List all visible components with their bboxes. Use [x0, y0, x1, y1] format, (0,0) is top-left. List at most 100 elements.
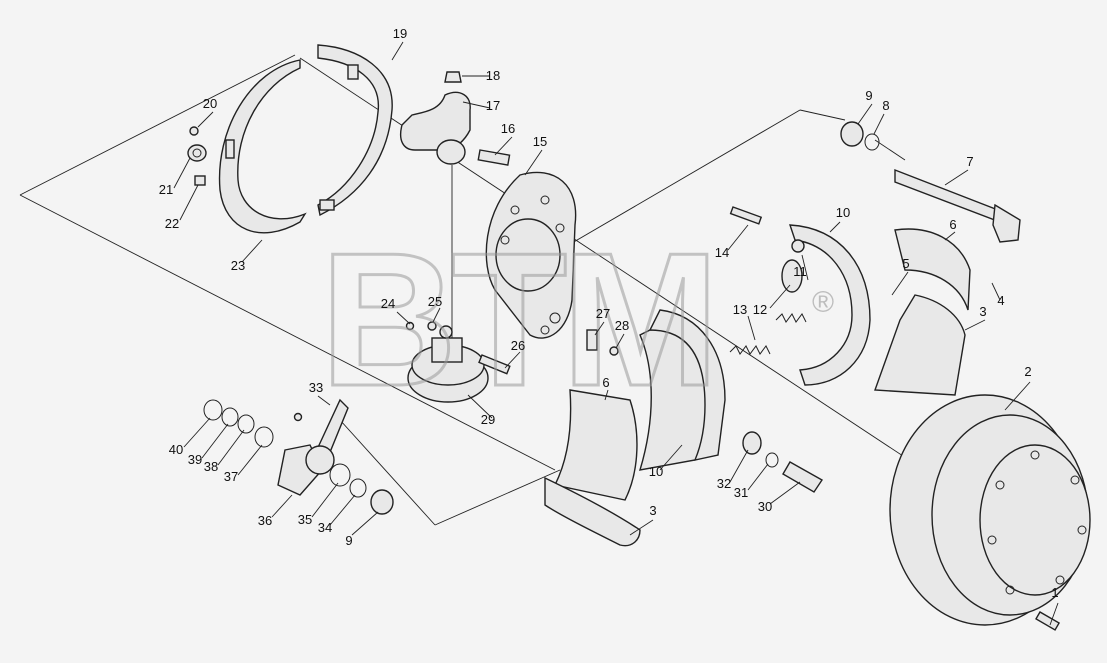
callout-label-26: 26: [511, 338, 525, 353]
brake-shoe-lower: [639, 309, 726, 471]
callout-leader-33: [317, 395, 331, 406]
callout-leader-39: [201, 423, 229, 459]
callout-leader-2: [1004, 381, 1031, 411]
callout-label-28: 28: [615, 318, 629, 333]
return-springs: [729, 313, 807, 355]
callout-label-18: 18: [486, 68, 500, 83]
callout-leader-13: [747, 315, 756, 341]
callout-leader-10: [829, 221, 841, 233]
small-fasteners-left: [187, 126, 207, 186]
callout-label-23: 23: [231, 258, 245, 273]
callout-label-19: 19: [393, 26, 407, 41]
callout-leader-10: [659, 444, 683, 471]
washers-and-bearings: [203, 121, 880, 515]
callout-label-36: 36: [258, 513, 272, 528]
brake-lining-upper: [874, 228, 971, 396]
callout-leader-29: [467, 394, 493, 419]
callout-leader-6: [604, 389, 609, 401]
callout-label-7: 7: [966, 154, 973, 169]
callout-label-40: 40: [169, 442, 183, 457]
callout-leader-27: [594, 321, 605, 336]
callout-label-25: 25: [428, 294, 442, 309]
brake-lining-lower: [544, 389, 641, 547]
callout-leader-15: [524, 149, 543, 176]
callout-leader-30: [769, 481, 801, 505]
callout-label-10: 10: [649, 464, 663, 479]
callout-leader-16: [494, 136, 513, 156]
callout-leader-19: [391, 41, 404, 61]
callout-label-13: 13: [733, 302, 747, 317]
callout-label-3: 3: [979, 304, 986, 319]
callout-label-30: 30: [758, 499, 772, 514]
camshaft: [894, 168, 1021, 243]
callout-leader-35: [311, 482, 339, 518]
callout-leader-38: [217, 429, 245, 466]
callout-label-12: 12: [753, 302, 767, 317]
callouts: 1233456678991010111213141516171819202122…: [159, 26, 1059, 626]
callout-leader-26: [504, 351, 521, 369]
callout-label-4: 4: [997, 293, 1004, 308]
callout-leader-12: [769, 284, 791, 309]
small-fasteners-center: [405, 321, 619, 356]
callout-label-38: 38: [204, 459, 218, 474]
callout-label-16: 16: [501, 121, 515, 136]
callout-label-6: 6: [602, 375, 609, 390]
callout-label-9: 9: [345, 533, 352, 548]
callout-leader-32: [729, 449, 749, 483]
brake-shoe-upper: [781, 224, 871, 386]
callout-label-10: 10: [836, 205, 850, 220]
callout-leader-8: [873, 113, 885, 135]
watermark: BTM ®: [319, 213, 835, 428]
callout-label-15: 15: [533, 134, 547, 149]
roller-and-pin: [742, 431, 824, 493]
callout-label-6: 6: [949, 217, 956, 232]
callout-leader-21: [173, 157, 191, 189]
callout-label-39: 39: [188, 452, 202, 467]
callout-leader-5: [891, 271, 909, 296]
callout-leader-9: [857, 103, 873, 125]
adjuster-arm: [277, 398, 349, 496]
callout-label-24: 24: [381, 296, 395, 311]
callout-leader-20: [197, 111, 214, 128]
anchor-pin: [729, 206, 763, 225]
callout-label-32: 32: [717, 476, 731, 491]
callout-leader-14: [727, 224, 749, 251]
callout-leader-22: [179, 184, 199, 221]
callout-leader-24: [396, 311, 411, 325]
callout-label-9: 9: [865, 88, 872, 103]
callout-label-5: 5: [902, 256, 909, 271]
brake-spider: [485, 171, 577, 339]
callout-label-11: 11: [793, 264, 807, 279]
watermark-registered-mark: ®: [812, 286, 834, 319]
callout-label-21: 21: [159, 182, 173, 197]
callout-leader-17: [462, 101, 491, 109]
callout-leader-4: [991, 282, 1001, 301]
brake-chamber: [407, 325, 511, 403]
dust-shield: [218, 44, 393, 234]
callout-label-8: 8: [882, 98, 889, 113]
callout-leader-3: [629, 519, 654, 536]
callout-leader-11: [801, 254, 809, 281]
callout-label-14: 14: [715, 245, 729, 260]
callout-leader-34: [329, 494, 356, 526]
callout-leader-28: [615, 333, 625, 349]
callout-label-27: 27: [596, 306, 610, 321]
callout-leader-6: [944, 231, 956, 241]
callout-label-17: 17: [486, 98, 500, 113]
callout-label-35: 35: [298, 512, 312, 527]
callout-leader-9: [351, 511, 379, 536]
callout-leader-25: [432, 307, 441, 323]
callout-label-31: 31: [734, 485, 748, 500]
callout-label-29: 29: [481, 412, 495, 427]
brake-drum: [889, 394, 1091, 631]
callout-leader-3: [964, 319, 986, 331]
callout-label-2: 2: [1024, 364, 1031, 379]
callout-label-33: 33: [309, 380, 323, 395]
callout-leader-23: [241, 239, 263, 263]
callout-leader-36: [271, 494, 293, 518]
callout-label-37: 37: [224, 469, 238, 484]
callout-label-20: 20: [203, 96, 217, 111]
callout-leader-1: [1049, 602, 1059, 626]
